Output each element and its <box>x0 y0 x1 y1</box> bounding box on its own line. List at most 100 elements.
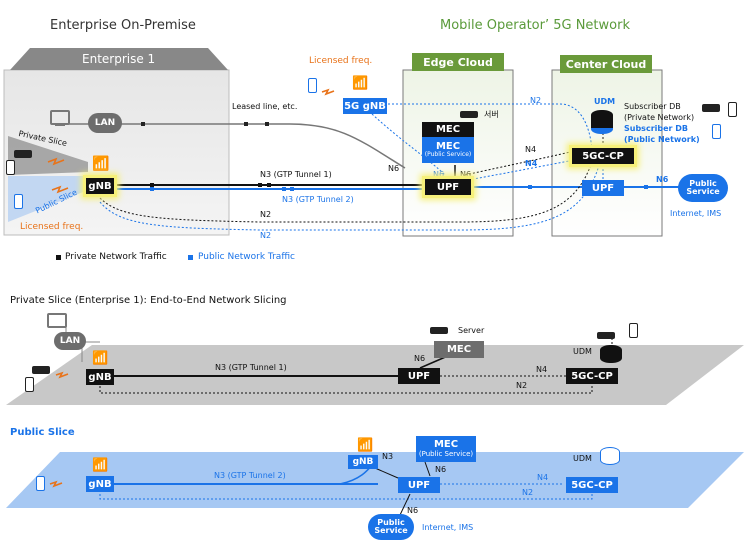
private-section-title: Private Slice (Enterprise 1): End-to-End… <box>10 295 287 306</box>
mec-public-node: MEC (Public Service) <box>422 137 474 163</box>
upf-private-node: UPF <box>398 368 440 384</box>
phone-icon-blue <box>14 194 23 209</box>
n2-public-label: N2 <box>522 488 534 497</box>
public-service-cloud-bottom: Public Service <box>368 514 414 540</box>
n2-line-blue <box>99 161 601 231</box>
mec-public-label: MEC <box>435 140 461 152</box>
public-service-label: Public <box>689 178 717 188</box>
n6-public-label: N6 <box>656 175 669 184</box>
n4-private-label: N4 <box>536 365 548 374</box>
udm-public-label: UDM <box>573 454 592 463</box>
server-camera-private-icon <box>430 327 448 334</box>
n6-label-blue: N6 <box>433 170 445 179</box>
5gc-cp-private-node: 5GC-CP <box>566 368 618 384</box>
phone-icon-right <box>728 102 737 117</box>
public-slice-plane <box>6 452 744 508</box>
n6a-public-label: N6 <box>435 465 447 474</box>
upf-center-node: UPF <box>582 180 624 196</box>
phone-icon-public <box>36 476 45 491</box>
public-service-cloud: Public Service <box>678 174 728 202</box>
upf-public-node: UPF <box>398 477 440 493</box>
n2-private-label: N2 <box>516 381 528 390</box>
gnb-antenna-icon: 📶 <box>92 156 110 172</box>
n3-public-label: N3 (GTP Tunnel 2) <box>214 471 286 480</box>
gnb-public-node: gNB <box>86 476 114 492</box>
server-camera-icon <box>460 111 478 118</box>
internet-ims-bottom-label: Internet, IMS <box>422 523 474 532</box>
database-icon <box>591 110 613 134</box>
legend-private-swatch <box>56 255 61 260</box>
subscriber-db-private-sub: (Private Network) <box>624 113 695 122</box>
5gc-cp-public-node: 5GC-CP <box>566 477 618 493</box>
mec-private-node: MEC <box>434 341 484 358</box>
n3-tunnel2-label: N3 (GTP Tunnel 2) <box>282 195 354 204</box>
server-label-private: Server <box>458 326 485 335</box>
public-section-title: Public Slice <box>10 427 75 438</box>
5gc-cp-node: 5GC-CP <box>572 148 634 164</box>
public-service-label2: Service <box>686 187 720 196</box>
leased-line-label: Leased line, etc. <box>232 102 298 111</box>
n2-label-black: N2 <box>260 210 272 219</box>
cctv-camera-private-right-icon <box>597 332 615 339</box>
phone-icon <box>6 160 15 175</box>
mec-public-sub: (Public Service) <box>424 151 472 159</box>
private-slice-wedge <box>8 136 88 175</box>
cctv-camera-private-icon <box>32 366 50 374</box>
gnb-antenna-private-icon: 📶 <box>92 351 109 366</box>
n3-private-label: N3 (GTP Tunnel 1) <box>215 363 287 372</box>
phone-icon-right-blue <box>712 124 721 139</box>
subscriber-db-public: Subscriber DB <box>624 124 688 133</box>
cctv-camera-right-icon <box>702 104 720 112</box>
lan-cloud-private: LAN <box>54 332 86 350</box>
gnb2-public-node: gNB <box>348 455 378 469</box>
gnb-node: gNB <box>86 178 114 194</box>
public-service-bottom-label2: Service <box>374 526 408 535</box>
mec-public-section-node: MEC (Public Service) <box>416 436 476 462</box>
licensed-freq-bottom: Licensed freq. <box>20 222 84 232</box>
n4-public-label: N4 <box>537 473 549 482</box>
enterprise-tab-label: Enterprise 1 <box>82 52 156 66</box>
legend-public-label: Public Network Traffic <box>198 252 295 262</box>
n3-tunnel1-label: N3 (GTP Tunnel 1) <box>260 170 332 179</box>
subscriber-db-private: Subscriber DB <box>624 102 681 111</box>
n4-label-blue: N4 <box>525 159 538 168</box>
operator-title: Mobile Operator’ 5G Network <box>440 18 630 33</box>
mec-node: MEC <box>422 122 474 137</box>
enterprise-tab-shape <box>10 48 228 70</box>
n2-line-black <box>99 161 593 223</box>
center-cloud-label: Center Cloud <box>560 55 652 73</box>
computer-icon <box>50 110 70 125</box>
udm-label: UDM <box>594 97 616 106</box>
public-slice-wedge <box>8 176 88 222</box>
phone-icon-licensed <box>308 78 317 93</box>
gnb2-antenna-public-icon: 📶 <box>357 438 374 453</box>
subscriber-db-public-sub: (Public Network) <box>624 135 700 144</box>
leased-line <box>118 123 406 169</box>
n6b-public-label: N6 <box>407 506 419 515</box>
phone-icon-private <box>25 377 34 392</box>
n4-label-black: N4 <box>525 145 537 154</box>
licensed-freq-top: Licensed freq. <box>309 56 373 66</box>
public-service-bottom-label: Public <box>377 517 405 527</box>
legend-public-swatch <box>188 255 193 260</box>
computer-icon-private <box>47 313 67 328</box>
database-private-icon <box>600 345 622 363</box>
n3a-public-label: N3 <box>382 452 394 461</box>
mec-public-section-sub: (Public Service) <box>418 449 474 458</box>
lan-cloud: LAN <box>88 113 122 133</box>
n6-label-black: N6 <box>460 170 472 179</box>
n2-label-blue: N2 <box>260 231 272 240</box>
n2-label-top: N2 <box>530 96 542 105</box>
server-label: 서버 <box>484 110 499 119</box>
antenna-icon: 📶 <box>352 76 369 91</box>
legend-private-label: Private Network Traffic <box>65 252 167 262</box>
edge-cloud-area <box>402 69 514 237</box>
n6-leased-label: N6 <box>388 164 400 173</box>
udm-private-label: UDM <box>573 347 592 356</box>
cctv-camera-icon <box>14 150 32 158</box>
edge-cloud-label: Edge Cloud <box>412 53 504 71</box>
5g-gnb-node: 5G gNB <box>343 98 387 114</box>
database-public-icon <box>600 447 620 465</box>
gnb-antenna-public-icon: 📶 <box>92 458 109 473</box>
